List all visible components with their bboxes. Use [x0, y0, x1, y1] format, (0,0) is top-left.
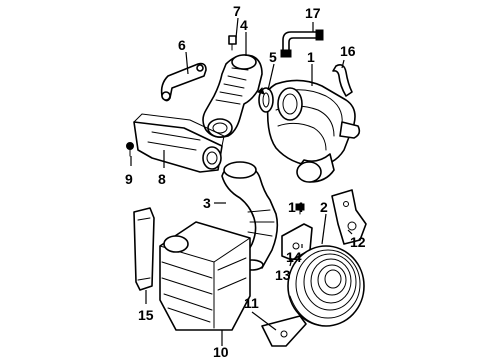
part-1-air-cleaner: [265, 79, 361, 183]
callout-17: 17: [305, 5, 321, 21]
part-2-filter-element: [287, 245, 365, 327]
callout-4: 4: [240, 17, 248, 33]
callout-1: 1: [307, 49, 315, 65]
callout-14-upper: 14: [288, 199, 304, 215]
callout-5: 5: [269, 49, 277, 65]
callout-7: 7: [233, 3, 241, 19]
callout-14-lower: 14: [286, 249, 302, 265]
callout-11: 11: [244, 295, 259, 311]
part-5-clamp: [257, 87, 274, 113]
part-10-housing: [159, 221, 251, 331]
part-16-hose: [332, 64, 353, 97]
callout-16: 16: [340, 43, 356, 59]
callout-13: 13: [275, 267, 291, 283]
callout-8: 8: [158, 171, 166, 187]
part-9-screw: [126, 142, 134, 157]
part-12-bracket: [331, 189, 367, 245]
part-11-bracket: [261, 315, 307, 347]
callout-9: 9: [125, 171, 133, 187]
callout-2: 2: [320, 199, 328, 215]
part-6-bracket: [160, 62, 207, 102]
callout-3: 3: [203, 195, 211, 211]
part-15-strap: [133, 207, 155, 291]
part-17-hose: [280, 29, 324, 58]
callout-6: 6: [178, 37, 186, 53]
part-4-intake-duct: [202, 54, 263, 138]
part-7-bolt: [228, 35, 237, 51]
callout-10: 10: [213, 344, 229, 360]
callouts: 1 2 3 4 5 6 7 8 9 10 11 12 13 14 14 15 1…: [125, 3, 366, 360]
part-8-resonator: [133, 113, 225, 173]
leader-lines: [130, 17, 353, 346]
callout-12: 12: [350, 234, 366, 250]
callout-15: 15: [138, 307, 154, 323]
